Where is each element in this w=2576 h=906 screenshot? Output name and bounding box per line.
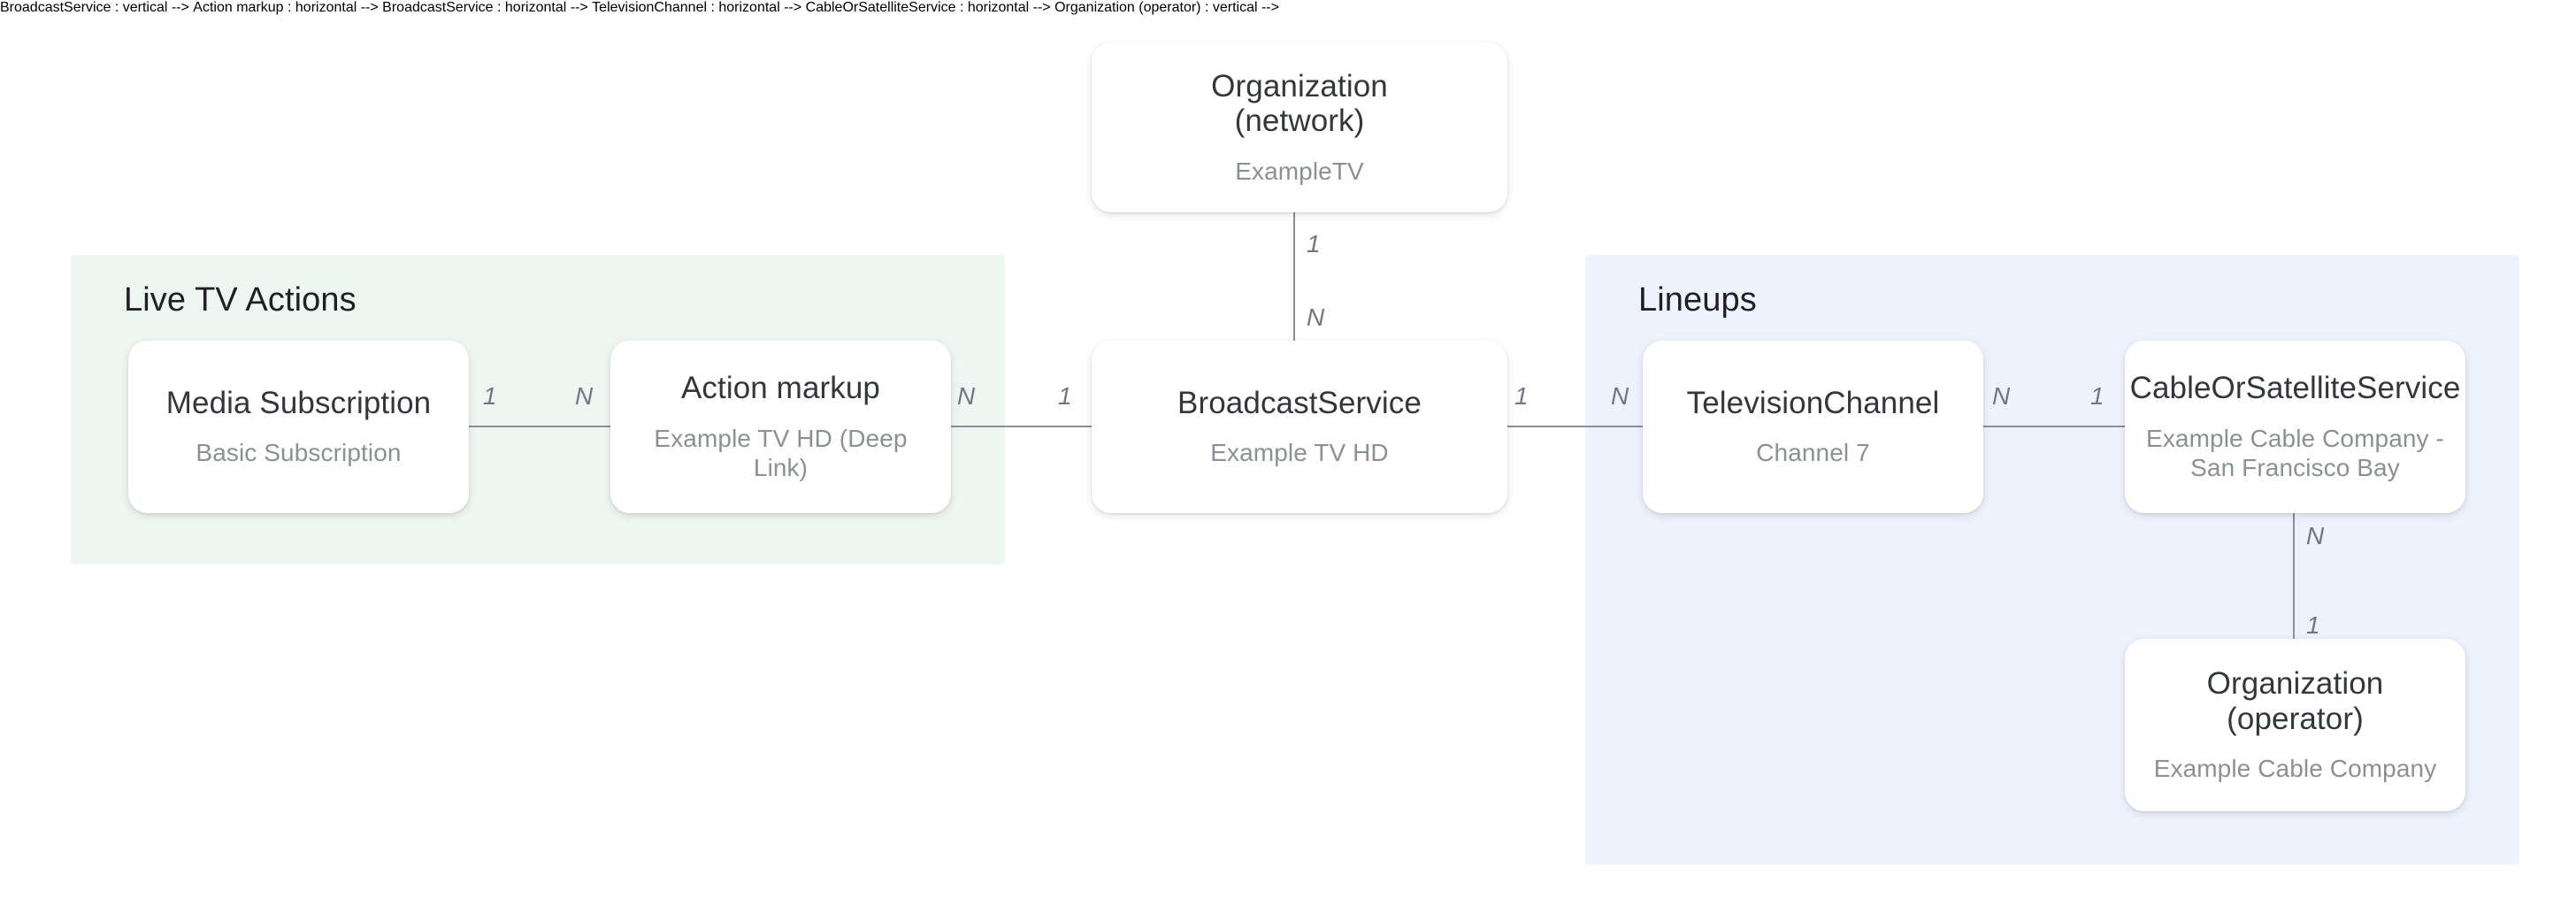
edge-label-broadcast-service-source-right: 1 xyxy=(1514,382,1529,410)
node-title-line1: Organization xyxy=(1211,68,1388,104)
node-media-subscription[interactable]: Media Subscription Basic Subscription xyxy=(128,341,469,513)
edge-broadcast-service-to-television-channel xyxy=(1506,426,1645,427)
edge-label-organization-network-target: N xyxy=(1307,303,1325,331)
edge-label-action-markup-source-right: N xyxy=(957,382,976,410)
edge-label-cable-or-satellite-service-source-bottom: N xyxy=(2306,522,2325,549)
group-title-live-tv-actions: Live TV Actions xyxy=(124,281,356,319)
node-subtitle-action-markup: Example TV HD (Deep Link) xyxy=(654,424,908,482)
node-organization-operator[interactable]: Organization (operator) Example Cable Co… xyxy=(2125,639,2465,811)
node-title-television-channel: TelevisionChannel xyxy=(1686,385,1940,420)
edge-label-broadcast-service-target-left: 1 xyxy=(1058,382,1072,410)
node-title-media-subscription: Media Subscription xyxy=(165,385,432,420)
edge-label-television-channel-source-right: N xyxy=(1992,382,2011,410)
group-title-lineups: Lineups xyxy=(1638,281,1757,319)
edge-media-subscription-to-action-markup xyxy=(467,426,613,427)
node-action-markup[interactable]: Action markup Example TV HD (Deep Link) xyxy=(610,341,951,513)
node-title-action-markup: Action markup xyxy=(680,371,880,406)
edge-cable-or-satellite-service-to-organization-operator xyxy=(2293,511,2295,640)
edge-label-television-channel-target-left: N xyxy=(1611,382,1629,410)
edge-television-channel-to-cable-or-satellite-service xyxy=(1982,426,2128,427)
node-title-organization-operator: Organization (operator) xyxy=(2206,666,2384,736)
node-title-organization-network: Organization (network) xyxy=(1211,69,1388,139)
node-cable-or-satellite-service[interactable]: CableOrSatelliteService Example Cable Co… xyxy=(2125,341,2465,513)
node-title-line2: (network) xyxy=(1234,104,1365,139)
edge-action-markup-to-broadcast-service xyxy=(949,426,1093,427)
edge-label-media-subscription-source: 1 xyxy=(483,382,497,410)
node-television-channel[interactable]: TelevisionChannel Channel 7 xyxy=(1643,341,1983,513)
node-subtitle-television-channel: Channel 7 xyxy=(1756,439,1870,467)
node-subtitle-broadcast-service: Example TV HD xyxy=(1210,439,1389,467)
edge-organization-network-to-broadcast-service xyxy=(1293,212,1295,341)
node-subtitle-organization-network: ExampleTV xyxy=(1235,157,1364,185)
node-title-broadcast-service: BroadcastService xyxy=(1177,385,1422,420)
node-subtitle-organization-operator: Example Cable Company xyxy=(2153,755,2437,783)
edge-label-cable-or-satellite-service-target-left: 1 xyxy=(2090,382,2104,410)
node-subtitle-media-subscription: Basic Subscription xyxy=(196,439,402,467)
edge-label-organization-network-source: 1 xyxy=(1307,230,1321,257)
node-subtitle-cable-or-satellite-service: Example Cable Company - San Francisco Ba… xyxy=(2146,424,2444,482)
node-title-cable-or-satellite-service: CableOrSatelliteService xyxy=(2129,371,2461,406)
node-organization-network[interactable]: Organization (network) ExampleTV xyxy=(1092,42,1507,212)
node-broadcast-service[interactable]: BroadcastService Example TV HD xyxy=(1092,341,1507,513)
edge-label-action-markup-target-left: N xyxy=(575,382,594,410)
edge-label-organization-operator-target-top: 1 xyxy=(2306,611,2320,639)
